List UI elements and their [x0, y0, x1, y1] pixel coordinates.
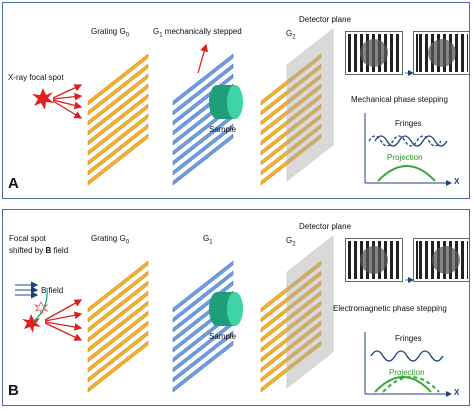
grating-g2-label: G2 — [286, 236, 296, 248]
projection-label: Projection — [387, 153, 423, 162]
detector-plane-label: Detector plane — [299, 222, 352, 231]
panel-b: Focal spot shifted by B field B field Gr… — [2, 209, 470, 406]
shift-arrow-icon — [32, 287, 48, 323]
panel-a: X-ray focal spot Grating G0 G1 mechanica… — [2, 2, 470, 199]
fringe-curve-1 — [368, 135, 442, 147]
detector-image-after — [413, 238, 469, 282]
focal-spot-icon — [22, 314, 41, 333]
detector-image-before — [345, 31, 403, 75]
b-field-lines — [15, 281, 39, 299]
x-axis-label: X — [454, 177, 460, 186]
xray-source-icon — [32, 88, 54, 110]
grating-g0 — [87, 53, 149, 186]
panel-b-graphics — [15, 235, 452, 397]
source-label-line2: shifted by B field — [9, 246, 69, 255]
source-label-line1: Focal spot — [9, 234, 46, 243]
sample-label: Sample — [209, 332, 237, 341]
grating-g2-label: G2 — [286, 29, 296, 41]
fringes-label: Fringes — [395, 119, 422, 128]
source-label: X-ray focal spot — [8, 73, 64, 82]
phase-plot-b — [364, 332, 452, 397]
beam-arrows — [52, 84, 83, 119]
stepping-title: Mechanical phase stepping — [351, 95, 448, 104]
detector-plane-label: Detector plane — [299, 15, 352, 24]
projection-curve-2 — [382, 376, 440, 393]
grating-g0-label: Grating G0 — [91, 234, 130, 246]
sample-cylinder — [209, 292, 243, 326]
fringe-curve-2 — [374, 135, 448, 147]
grating-g1-label: G1 mechanically stepped — [153, 27, 242, 39]
grating-g1 — [172, 260, 234, 393]
shifted-focal-spot-icon — [33, 301, 49, 316]
grating-g2 — [260, 53, 322, 186]
x-axis-label: X — [454, 388, 460, 397]
sample-cylinder — [209, 85, 243, 119]
phase-plot-a — [364, 113, 452, 186]
step-arrow-icon — [197, 43, 208, 74]
projection-curve — [377, 165, 436, 182]
b-field-label: B field — [41, 286, 64, 295]
detector-plane — [286, 235, 334, 389]
fringe-curve — [370, 350, 444, 362]
grating-g1-label: G1 — [203, 234, 213, 246]
beam-arrows — [44, 299, 83, 341]
detector-image-after — [413, 31, 469, 75]
grating-g0-label: Grating G0 — [91, 27, 130, 39]
panel-label: A — [8, 175, 19, 192]
grating-g0 — [87, 260, 149, 393]
panel-a-graphics — [32, 28, 452, 186]
grating-g2 — [260, 260, 322, 393]
fringes-label: Fringes — [395, 334, 422, 343]
detector-plane — [286, 28, 334, 182]
panel-label: B — [8, 382, 19, 399]
grating-g1 — [172, 53, 234, 186]
sample-label: Sample — [209, 125, 237, 134]
projection-label: Projection — [389, 368, 425, 377]
stepping-title: Electromagnetic phase stepping — [333, 304, 447, 313]
detector-image-before — [345, 238, 403, 282]
